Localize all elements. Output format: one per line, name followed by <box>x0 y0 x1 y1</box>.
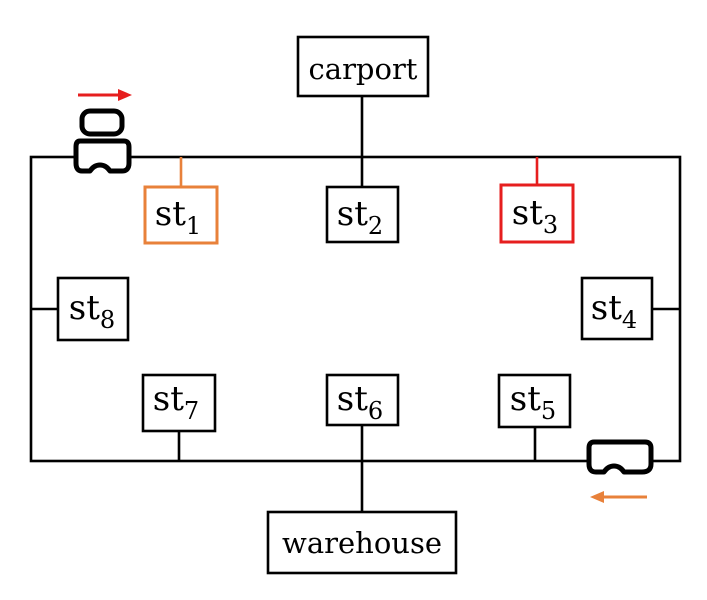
station-st1: st1 <box>143 185 219 245</box>
station-label: st5 <box>510 379 556 425</box>
station-st3: st3 <box>499 183 575 244</box>
carport-label: carport <box>309 52 418 86</box>
warehouse-node: warehouse <box>266 510 458 575</box>
robot-cart-icon <box>73 108 132 174</box>
station-st6: st6 <box>325 373 400 427</box>
station-st5: st5 <box>497 373 572 429</box>
station-label: st2 <box>337 194 383 240</box>
arrow-left-icon <box>590 491 647 503</box>
carport-node: carport <box>296 35 430 98</box>
station-label: st1 <box>155 194 201 240</box>
station-label: st6 <box>337 379 383 425</box>
station-st8: st8 <box>56 276 130 342</box>
station-label: st8 <box>69 288 115 334</box>
station-label: st7 <box>153 379 199 425</box>
robot-cart-icon <box>586 439 654 475</box>
station-label: st4 <box>591 288 637 334</box>
warehouse-label: warehouse <box>282 526 442 560</box>
station-label: st3 <box>512 193 558 239</box>
station-st2: st2 <box>325 185 400 244</box>
station-st4: st4 <box>580 276 654 341</box>
arrow-right-icon <box>78 89 132 101</box>
station-st7: st7 <box>141 373 217 433</box>
